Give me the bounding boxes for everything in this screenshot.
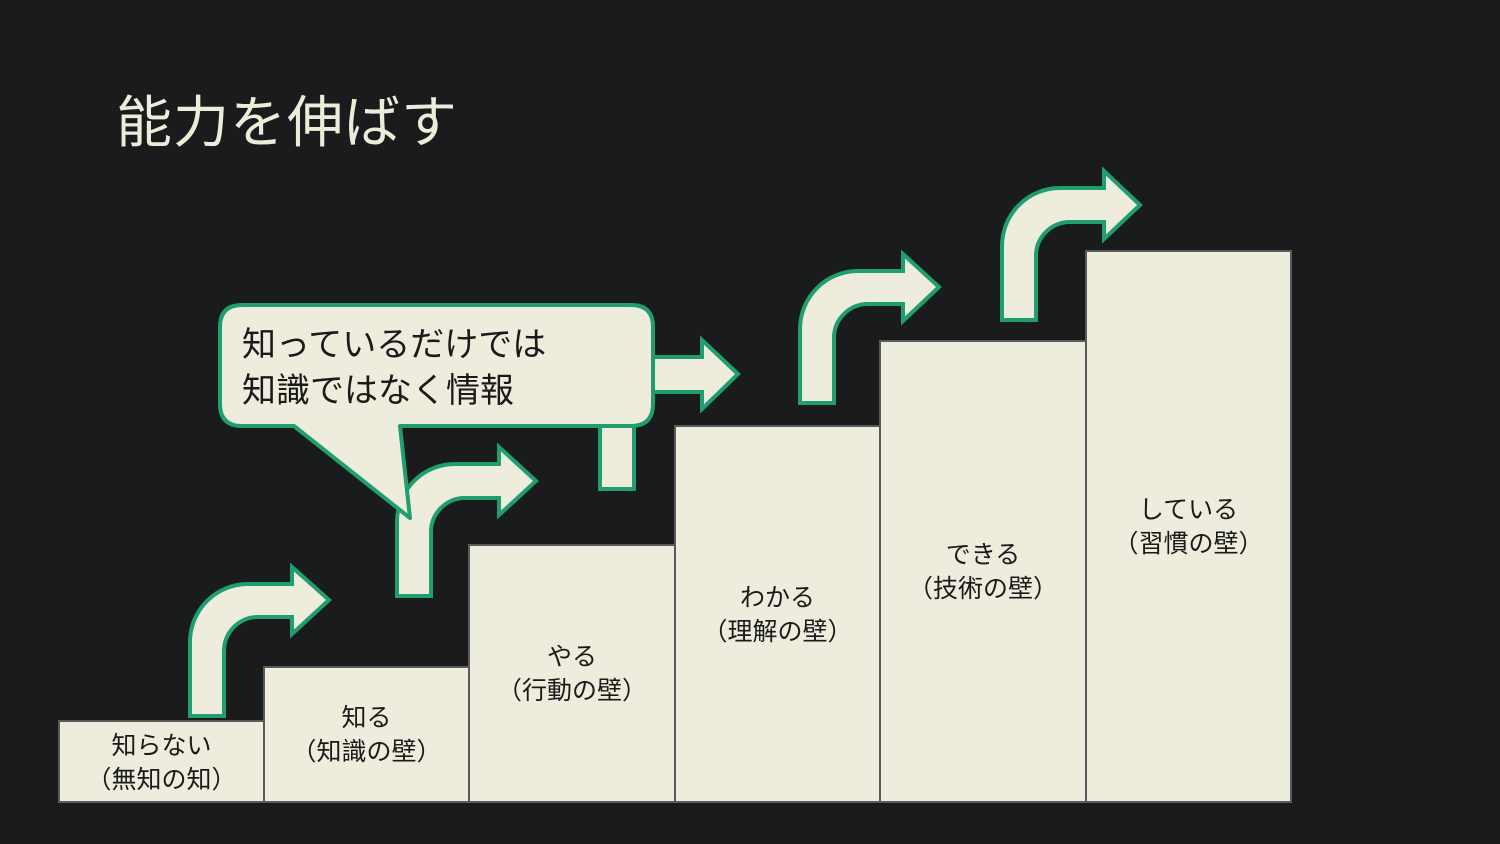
callout-text: 知っているだけでは 知識ではなく情報 [242, 322, 546, 414]
step-block-1 [58, 720, 265, 803]
step-wall: （理解の壁） [702, 617, 853, 646]
step-block-2 [263, 666, 470, 803]
step-block-6 [1085, 250, 1292, 803]
speech-bubble [218, 303, 655, 520]
step-label-1: 知らない （無知の知） [59, 729, 264, 797]
step-name: 知る [341, 703, 392, 732]
step-name: やる [546, 642, 597, 671]
callout-line-2: 知識ではなく情報 [242, 371, 514, 411]
step-label-5: できる （技術の壁） [880, 538, 1086, 606]
step-wall: （知識の壁） [291, 737, 442, 766]
curved-arrow-icon-1 [188, 562, 332, 718]
step-label-6: している （習慣の壁） [1086, 493, 1291, 561]
step-label-3: やる （行動の壁） [469, 640, 675, 708]
step-name: 知らない [111, 731, 212, 760]
step-block-5 [879, 340, 1087, 803]
callout-line-1: 知っているだけでは [242, 325, 547, 365]
step-label-2: 知る （知識の壁） [264, 701, 469, 769]
step-block-3 [468, 544, 676, 803]
curved-arrow-icon-4 [1000, 166, 1143, 322]
curved-arrow-icon-3 [798, 249, 942, 405]
step-wall: （習慣の壁） [1113, 529, 1264, 558]
step-name: できる [945, 540, 1021, 569]
step-name: している [1138, 495, 1239, 524]
step-wall: （無知の知） [86, 765, 237, 794]
slide-title: 能力を伸ばす [116, 91, 458, 156]
step-wall: （技術の壁） [907, 574, 1058, 603]
step-label-4: わかる （理解の壁） [675, 581, 880, 649]
step-wall: （行動の壁） [496, 676, 647, 705]
step-name: わかる [739, 583, 815, 612]
step-block-4 [674, 425, 881, 803]
